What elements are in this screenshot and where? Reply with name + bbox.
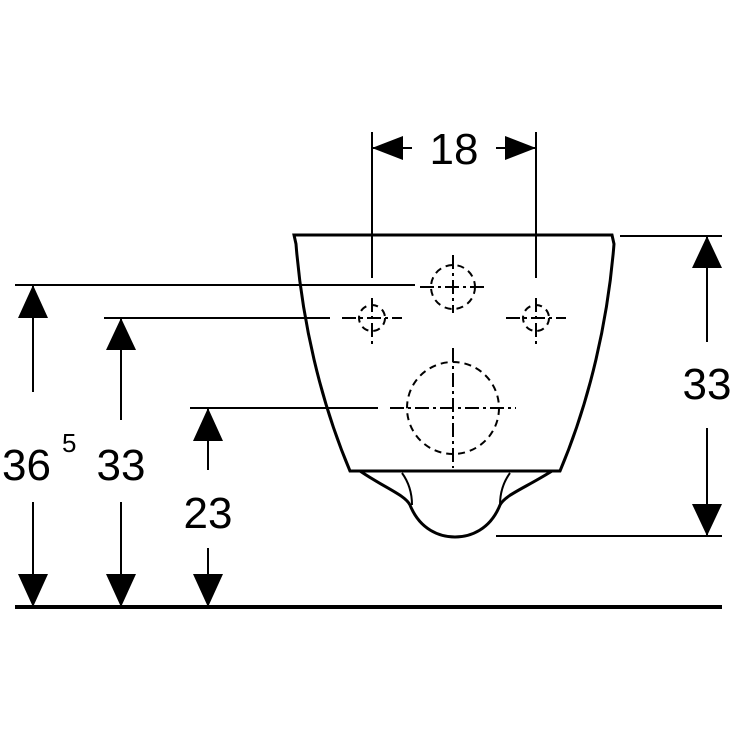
dimension-label-33-right: 33 — [683, 360, 732, 409]
dimension-label-33-left: 33 — [97, 441, 146, 490]
upper-fixing-hole — [420, 255, 486, 313]
dimension-height-33-left: 33 — [97, 318, 146, 607]
dimension-label-36: 36 — [2, 441, 51, 490]
dimension-height-36-5: 36 5 — [2, 285, 76, 607]
toilet-trap-outline — [355, 469, 558, 539]
toilet-trap-inner — [401, 472, 511, 506]
dimension-height-33-right: 33 — [683, 236, 732, 536]
dimension-height-23: 23 — [184, 408, 233, 607]
right-bolt-hole — [506, 298, 566, 345]
left-bolt-hole — [342, 298, 402, 345]
dimension-label-23: 23 — [184, 489, 233, 538]
dimension-width-18: 18 — [372, 120, 536, 176]
dimension-label-18: 18 — [430, 125, 479, 174]
dimension-label-36-superscript: 5 — [62, 428, 76, 458]
drain-outlet-circle — [390, 348, 516, 468]
